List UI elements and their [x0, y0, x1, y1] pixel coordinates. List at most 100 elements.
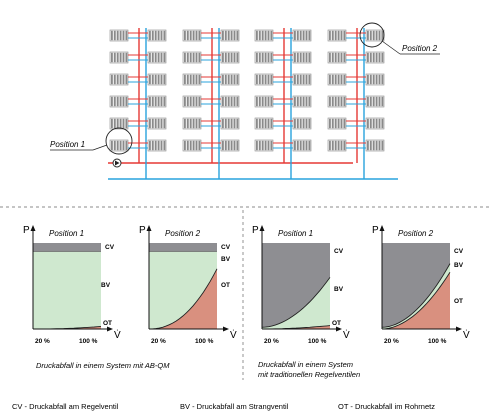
caption-traditional-line2: mit traditionellen Regelventilen: [258, 370, 360, 379]
pump-arrow-icon: [115, 160, 120, 166]
radiator-icon: [292, 139, 312, 152]
radiator-icon: [220, 117, 240, 130]
position-2-marker: [359, 22, 385, 48]
radiator-icon: [220, 51, 240, 64]
x-tick-100: 100 %: [79, 338, 98, 345]
bv-area: [33, 251, 101, 329]
radiator-icon: [109, 29, 129, 42]
chart-label-ot: OT: [221, 282, 230, 289]
radiator-icon: [365, 139, 385, 152]
radiator-icon: [327, 117, 347, 130]
ot-curve: [148, 268, 218, 330]
radiator-icon: [327, 95, 347, 108]
y-axis-label: P: [252, 225, 259, 236]
legend-cv: CV - Druckabfall am Regelventil: [12, 402, 119, 411]
y-axis-arrow-icon: [259, 225, 265, 231]
radiator-icon: [292, 73, 312, 86]
legend-bv: BV - Druckabfall am Strangventil: [180, 402, 289, 411]
ot-area: [33, 326, 101, 329]
radiator-icon: [182, 139, 202, 152]
chart-label-ot: OT: [103, 320, 112, 327]
radiator-icon: [109, 73, 129, 86]
bv-curve: [381, 263, 451, 328]
radiator-icon: [220, 139, 240, 152]
pressure-charts: CV BV OT Position 1 P V̇ 20 % 100 % CV BV OT Positi…: [23, 225, 470, 345]
radiator-icon: [254, 139, 274, 152]
cv-area: [149, 243, 217, 252]
caption-traditional-line1: Druckabfall in einem System: [258, 360, 353, 369]
x-axis-arrow-icon: [336, 326, 342, 332]
ot-area: [382, 272, 450, 329]
chart-label-ot: OT: [454, 298, 463, 305]
radiator-icon: [182, 73, 202, 86]
radiator-icon: [147, 51, 167, 64]
radiator-icon: [147, 139, 167, 152]
radiator-icon: [254, 117, 274, 130]
position-2-leader: [381, 40, 401, 55]
position-1-marker: [105, 127, 133, 155]
chart-label-cv: CV: [105, 244, 115, 251]
radiator-icon: [365, 73, 385, 86]
radiator-icon: [365, 51, 385, 64]
chart-label-bv: BV: [221, 256, 231, 263]
radiator-icon: [182, 51, 202, 64]
radiator-icon: [220, 29, 240, 42]
y-axis-label: P: [23, 225, 30, 236]
x-axis-label: V̇: [114, 328, 121, 341]
x-axis-label: V̇: [230, 328, 237, 341]
ot-area: [262, 325, 330, 329]
ot-area: [149, 268, 217, 329]
radiator-icon: [147, 73, 167, 86]
position-1-leader: [92, 144, 108, 151]
position-2-label: Position 2: [402, 44, 438, 53]
radiator-icon: [292, 117, 312, 130]
chart-label-bv: BV: [101, 282, 111, 289]
radiator-icon: [182, 95, 202, 108]
radiator-icon: [109, 117, 129, 130]
legend-ot: OT - Druckabfall im Rohrnetz: [338, 402, 435, 411]
radiator-icon: [109, 95, 129, 108]
ot-curve: [381, 271, 451, 330]
radiator-icon: [365, 117, 385, 130]
bv-area: [262, 277, 330, 329]
radiator-icon: [109, 139, 129, 152]
radiator-icon: [147, 95, 167, 108]
chart-title: Position 2: [398, 229, 434, 238]
radiator-icon: [254, 29, 274, 42]
chart-title: Position 1: [49, 229, 84, 238]
chart-label-bv: BV: [454, 262, 464, 269]
x-tick-20: 20 %: [35, 338, 50, 345]
y-axis-arrow-icon: [379, 225, 385, 231]
chart-label-cv: CV: [454, 248, 464, 255]
radiator-icon: [292, 29, 312, 42]
radiator-icon: [327, 139, 347, 152]
radiator-icon: [254, 73, 274, 86]
radiator-icon: [327, 51, 347, 64]
radiator-icon: [254, 95, 274, 108]
radiator-icon: [365, 95, 385, 108]
bv-curve: [261, 277, 331, 328]
radiator-icon: [109, 51, 129, 64]
x-tick-20: 20 %: [264, 338, 279, 345]
y-axis-label: P: [372, 225, 379, 236]
chart-label-cv: CV: [221, 244, 231, 251]
chart-title: Position 2: [165, 229, 201, 238]
x-axis-arrow-icon: [456, 326, 462, 332]
cv-area: [33, 243, 101, 252]
radiator-icon: [292, 95, 312, 108]
x-axis-arrow-icon: [107, 326, 113, 332]
position-1-label: Position 1: [50, 140, 85, 149]
chart-label-ot: OT: [332, 320, 341, 327]
radiator-icon: [220, 73, 240, 86]
chart-1: CV BV OT Position 1 P V̇ 20 % 100 %: [23, 225, 121, 345]
x-axis-label: V̇: [343, 328, 350, 341]
radiator-icon: [182, 117, 202, 130]
x-tick-100: 100 %: [195, 338, 214, 345]
radiator-icon: [254, 51, 274, 64]
y-axis-arrow-icon: [30, 225, 36, 231]
y-axis-arrow-icon: [146, 225, 152, 231]
y-axis-label: P: [139, 225, 146, 236]
radiator-icon: [182, 29, 202, 42]
